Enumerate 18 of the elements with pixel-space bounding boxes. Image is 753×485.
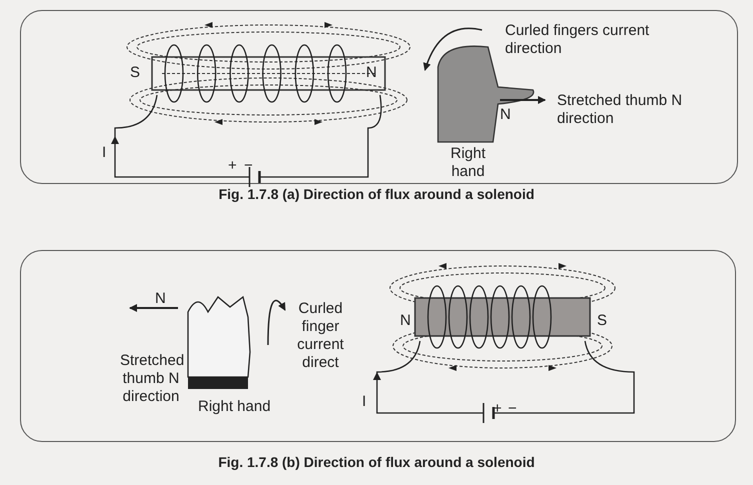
annotation: Right hand <box>198 398 272 416</box>
polarity-label: + <box>228 157 237 175</box>
pole-label: S <box>130 64 140 82</box>
pole-label: N <box>400 312 411 330</box>
polarity-label: − <box>508 400 517 418</box>
pole-label: N <box>500 106 511 124</box>
annotation: Right hand <box>449 145 487 181</box>
polarity-label: − <box>244 157 253 175</box>
figure-caption: Fig. 1.7.8 (a) Direction of flux around a solenoid <box>218 185 534 203</box>
current-label: I <box>362 393 366 411</box>
annotation: Curled finger current direct <box>296 300 345 372</box>
annotation: Curled fingers current direction <box>505 22 650 58</box>
pole-label: N <box>155 290 166 308</box>
annotation: Stretched thumb N direction <box>120 352 182 406</box>
current-label: I <box>102 144 106 162</box>
pole-label: S <box>597 312 608 330</box>
figure-caption: Fig. 1.7.8 (b) Direction of flux around a solenoid <box>218 453 535 471</box>
annotation: Stretched thumb N direction <box>557 92 684 128</box>
